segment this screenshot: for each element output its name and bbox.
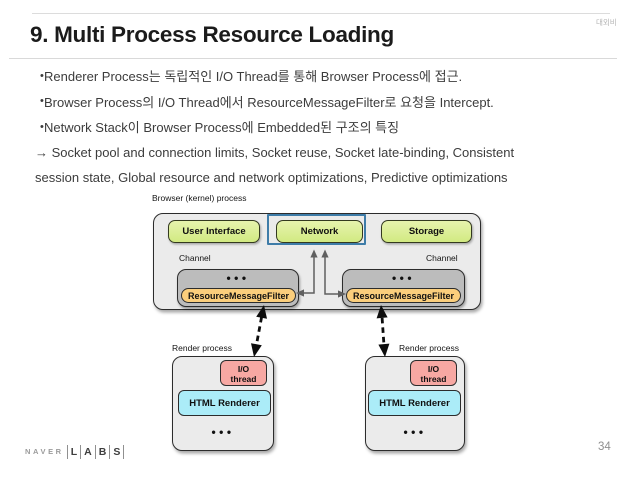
note-line: session state, Global resource and netwo… bbox=[35, 170, 508, 186]
labs-letter: B bbox=[94, 444, 110, 459]
bullet-marker: • bbox=[40, 95, 44, 108]
network-highlight-box bbox=[267, 214, 366, 245]
bullet-text: Network Stack이 Browser Process에 Embedded… bbox=[44, 120, 400, 136]
page-title: 9. Multi Process Resource Loading bbox=[30, 22, 394, 47]
io-thread-box-left: I/O thread bbox=[220, 360, 267, 386]
page-number: 34 bbox=[598, 441, 611, 453]
bullet-item: • Renderer Process는 독립적인 I/O Thread를 통해 … bbox=[35, 63, 615, 89]
labs-wordmark: L A B S bbox=[66, 444, 125, 459]
title-divider bbox=[9, 58, 617, 59]
arrowhead-down-icon bbox=[378, 343, 390, 357]
module-network: Network bbox=[276, 220, 363, 243]
html-renderer-box-right: HTML Renderer bbox=[368, 390, 461, 416]
resource-message-filter-left: ResourceMessageFilter bbox=[181, 288, 296, 303]
bullet-text: Renderer Process는 독립적인 I/O Thread를 통해 Br… bbox=[44, 69, 463, 85]
bullet-marker: • bbox=[40, 120, 44, 133]
ellipsis: ••• bbox=[403, 425, 427, 439]
naver-labs-logo: NAVER L A B S bbox=[25, 444, 125, 459]
resource-message-filter-right: ResourceMessageFilter bbox=[346, 288, 461, 303]
io-thread-line1: I/O bbox=[237, 363, 250, 374]
html-renderer-box-left: HTML Renderer bbox=[178, 390, 271, 416]
dashed-link-right bbox=[380, 317, 386, 345]
dashed-link-left bbox=[255, 316, 263, 346]
channel-label-left: Channel bbox=[179, 253, 211, 263]
io-thread-line1: I/O bbox=[427, 363, 440, 374]
bullet-marker: • bbox=[40, 69, 44, 82]
module-user-interface: User Interface bbox=[168, 220, 260, 243]
bullet-item: • Network Stack이 Browser Process에 Embedd… bbox=[35, 114, 615, 140]
labs-letter: A bbox=[80, 444, 95, 459]
architecture-diagram: Browser (kernel) process User Interface … bbox=[150, 193, 486, 465]
io-thread-line2: thread bbox=[230, 374, 257, 384]
confidential-label: 대외비 bbox=[596, 18, 617, 27]
browser-process-label: Browser (kernel) process bbox=[152, 193, 247, 203]
labs-letter: L bbox=[66, 444, 80, 459]
ellipsis: ••• bbox=[211, 425, 235, 439]
render-process-label-left: Render process bbox=[172, 343, 233, 353]
top-divider bbox=[32, 13, 610, 14]
labs-letter: S bbox=[109, 444, 125, 459]
arrowhead-down-icon bbox=[251, 343, 262, 357]
ellipsis: ••• bbox=[226, 271, 250, 285]
render-process-label-right: Render process bbox=[399, 343, 460, 353]
note-line: → Socket pool and connection limits, Soc… bbox=[35, 144, 515, 160]
process-link-arrows bbox=[251, 305, 390, 357]
io-thread-box-right: I/O thread bbox=[410, 360, 457, 386]
ellipsis: ••• bbox=[391, 271, 416, 285]
io-thread-line2: thread bbox=[420, 374, 447, 384]
bullet-text: Browser Process의 I/O Thread에서 ResourceMe… bbox=[44, 94, 494, 110]
naver-wordmark: NAVER bbox=[25, 447, 64, 456]
channel-label-right: Channel bbox=[426, 253, 458, 263]
module-storage: Storage bbox=[381, 220, 472, 243]
bullet-list: • Renderer Process는 독립적인 I/O Thread를 통해 … bbox=[35, 63, 615, 191]
bullet-item: • Browser Process의 I/O Thread에서 Resource… bbox=[35, 89, 615, 115]
